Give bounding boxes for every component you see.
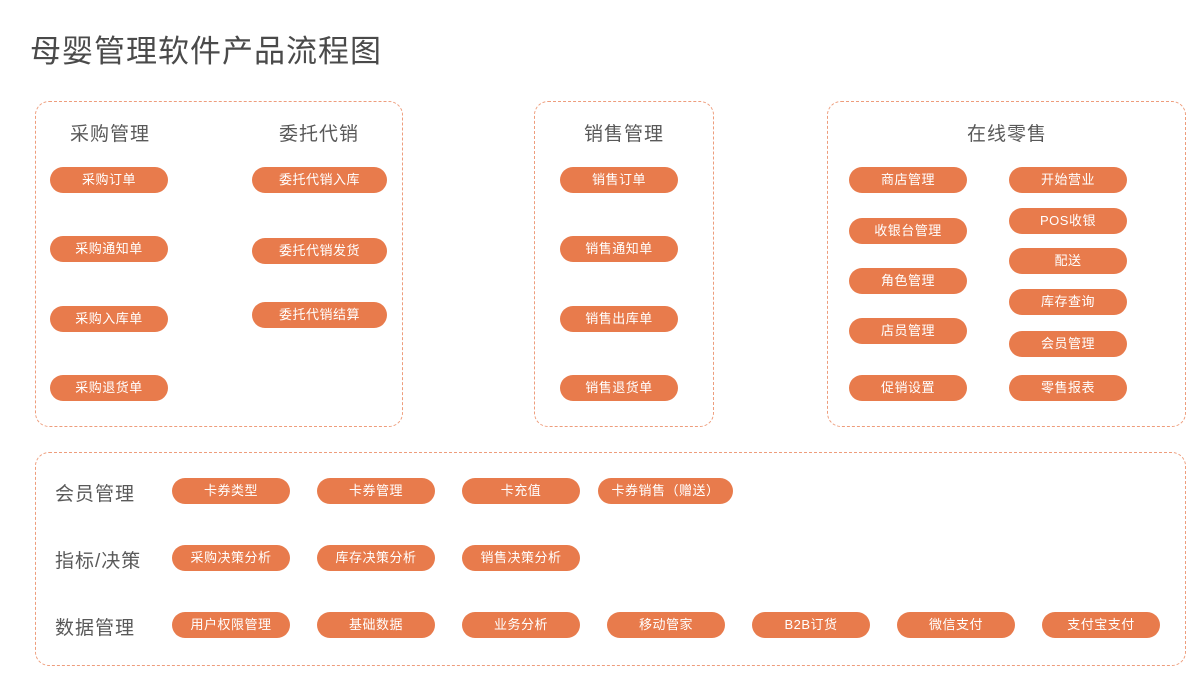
pill-user-permission-management[interactable]: 用户权限管理 (172, 612, 290, 638)
pill-start-business[interactable]: 开始营业 (1009, 167, 1127, 193)
pill-alipay-pay[interactable]: 支付宝支付 (1042, 612, 1160, 638)
pill-card-recharge[interactable]: 卡充值 (462, 478, 580, 504)
panel-online-retail (827, 101, 1186, 427)
pill-promotion-settings[interactable]: 促销设置 (849, 375, 967, 401)
pill-delivery[interactable]: 配送 (1009, 248, 1127, 274)
panel-header-sales: 销售管理 (583, 124, 664, 145)
pill-basic-data[interactable]: 基础数据 (317, 612, 435, 638)
pill-store-management[interactable]: 商店管理 (849, 167, 967, 193)
pill-card-coupon-sale-gift[interactable]: 卡券销售（赠送） (598, 478, 733, 504)
row-label-member-management: 会员管理 (55, 484, 136, 505)
panel-sales-management (534, 101, 714, 427)
pill-purchase-return[interactable]: 采购退货单 (50, 375, 168, 401)
pill-purchase-decision-analysis[interactable]: 采购决策分析 (172, 545, 290, 571)
pill-sales-order[interactable]: 销售订单 (560, 167, 678, 193)
pill-wechat-pay[interactable]: 微信支付 (897, 612, 1015, 638)
page-title: 母婴管理软件产品流程图 (30, 34, 382, 69)
pill-purchase-inbound[interactable]: 采购入库单 (50, 306, 168, 332)
panel-header-purchase: 采购管理 (69, 124, 150, 145)
row-label-metrics-decision: 指标/决策 (55, 551, 142, 572)
pill-b2b-ordering[interactable]: B2B订货 (752, 612, 870, 638)
pill-purchase-order[interactable]: 采购订单 (50, 167, 168, 193)
pill-purchase-notice[interactable]: 采购通知单 (50, 236, 168, 262)
pill-retail-report[interactable]: 零售报表 (1009, 375, 1127, 401)
panel-header-consignment: 委托代销 (278, 124, 359, 145)
pill-consignment-shipment[interactable]: 委托代销发货 (252, 238, 387, 264)
pill-consignment-inbound[interactable]: 委托代销入库 (252, 167, 387, 193)
pill-member-management-retail[interactable]: 会员管理 (1009, 331, 1127, 357)
pill-pos-checkout[interactable]: POS收银 (1009, 208, 1127, 234)
pill-card-coupon-management[interactable]: 卡券管理 (317, 478, 435, 504)
row-label-data-management: 数据管理 (55, 618, 136, 639)
pill-inventory-decision-analysis[interactable]: 库存决策分析 (317, 545, 435, 571)
pill-role-management[interactable]: 角色管理 (849, 268, 967, 294)
pill-sales-outbound[interactable]: 销售出库单 (560, 306, 678, 332)
pill-inventory-query[interactable]: 库存查询 (1009, 289, 1127, 315)
pill-cashier-desk-management[interactable]: 收银台管理 (849, 218, 967, 244)
pill-sales-notice[interactable]: 销售通知单 (560, 236, 678, 262)
panel-purchase-management (35, 101, 403, 427)
pill-clerk-management[interactable]: 店员管理 (849, 318, 967, 344)
pill-card-coupon-type[interactable]: 卡券类型 (172, 478, 290, 504)
pill-sales-decision-analysis[interactable]: 销售决策分析 (462, 545, 580, 571)
pill-sales-return[interactable]: 销售退货单 (560, 375, 678, 401)
panel-header-online-retail: 在线零售 (966, 124, 1047, 145)
pill-business-analysis[interactable]: 业务分析 (462, 612, 580, 638)
panel-bottom-sections (35, 452, 1186, 666)
pill-mobile-butler[interactable]: 移动管家 (607, 612, 725, 638)
pill-consignment-settlement[interactable]: 委托代销结算 (252, 302, 387, 328)
